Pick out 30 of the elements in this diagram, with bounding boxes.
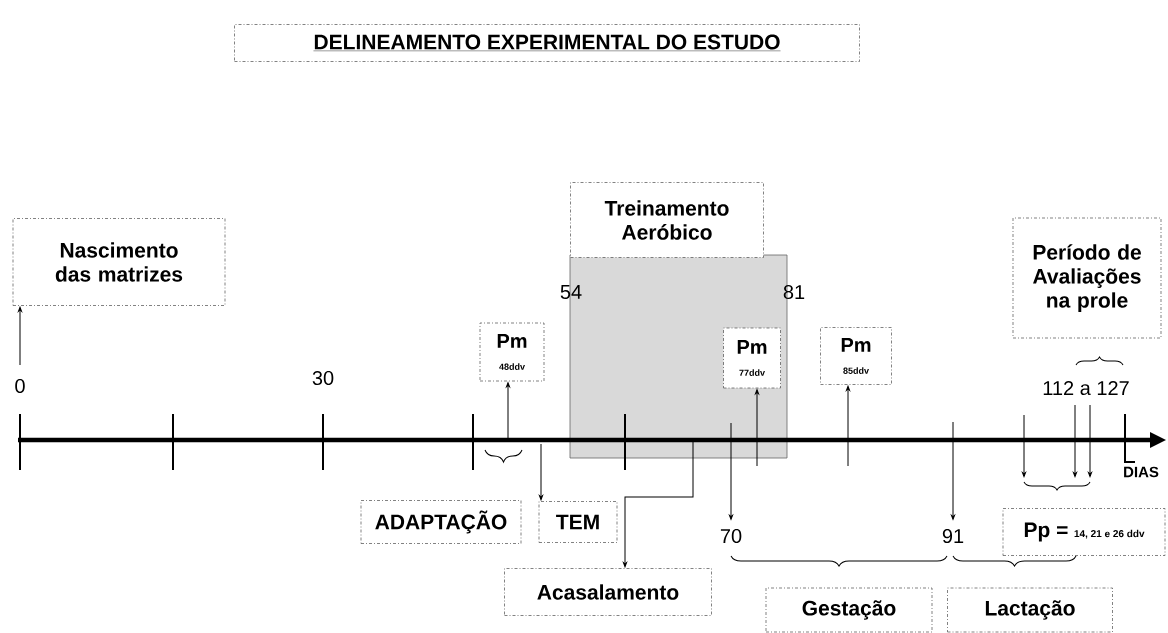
day-number: 30 [312, 370, 334, 386]
arrow [506, 382, 510, 441]
day-number: 112 a 127 [1043, 380, 1129, 396]
event-box: Acasalamento [504, 568, 712, 616]
event-box: Pp = 14, 21 e 26 ddv [1002, 508, 1166, 556]
arrow [623, 439, 694, 568]
arrow [539, 443, 543, 501]
event-box: Lactação [947, 587, 1113, 633]
arrow [729, 422, 733, 520]
event-box: Pm 85ddv [820, 327, 892, 385]
event-box: TEM [538, 501, 618, 543]
arrow [846, 385, 850, 467]
day-number: 0 [15, 378, 25, 394]
day-number: 70 [720, 528, 742, 544]
event-box: Nascimento das matrizes [12, 218, 226, 306]
event-box: Treinamento Aeróbico [570, 182, 764, 258]
arrow [755, 389, 759, 467]
time-axis [18, 432, 1166, 448]
day-number: 81 [783, 284, 805, 300]
arrow [951, 421, 955, 520]
day-number: 91 [942, 528, 964, 544]
event-box: Pm 77ddv [723, 327, 781, 389]
event-box: ADAPTAÇÃO [360, 500, 522, 544]
event-box: Gestação [765, 587, 933, 633]
day-number: 54 [560, 285, 582, 299]
event-box: Período de Avaliações na prole [1012, 217, 1162, 339]
event-box: Pm 48ddv [479, 322, 545, 382]
title-box: DELINEAMENTO EXPERIMENTAL DO ESTUDO [234, 24, 860, 62]
arrow [18, 306, 22, 366]
axis-label: DIAS [1124, 466, 1159, 478]
